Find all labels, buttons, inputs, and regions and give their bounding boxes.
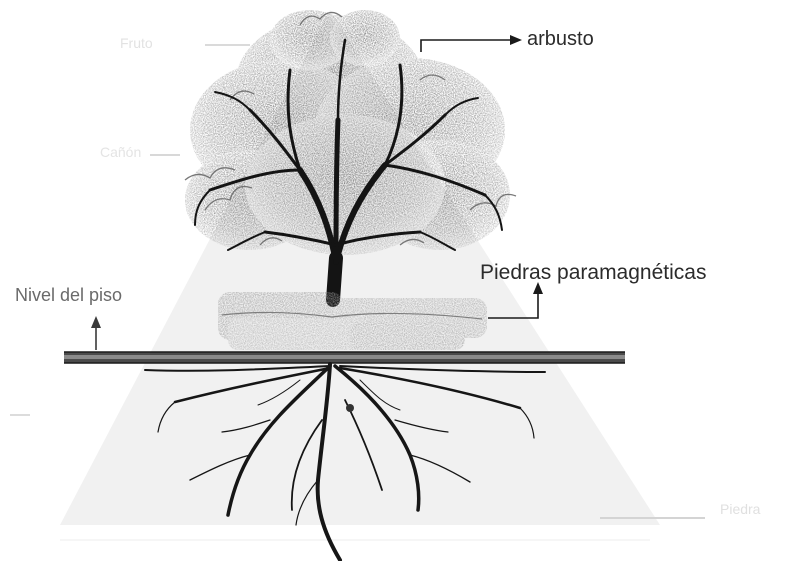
- root-nodule: [346, 404, 354, 412]
- ghost-text-top: Fruto: [120, 35, 153, 51]
- label-shrub: arbusto: [527, 28, 594, 50]
- arrow-ground-level: [91, 316, 101, 350]
- paramagnetic-stones: [218, 292, 487, 350]
- label-ground-level: Nivel del piso: [15, 285, 123, 305]
- tree-roots: [144, 362, 546, 561]
- ghost-text-left: Cañón: [100, 144, 142, 160]
- tree-branches: [194, 38, 503, 307]
- arrow-shrub: [420, 35, 522, 52]
- background-shadow-triangle: [10, 10, 705, 541]
- label-paramagnetic-stones: Piedras paramagnéticas: [480, 261, 707, 284]
- arrow-stones: [488, 282, 543, 319]
- ghost-text-bottom-right: Piedra: [720, 501, 761, 517]
- ground-level-bar: [64, 351, 625, 364]
